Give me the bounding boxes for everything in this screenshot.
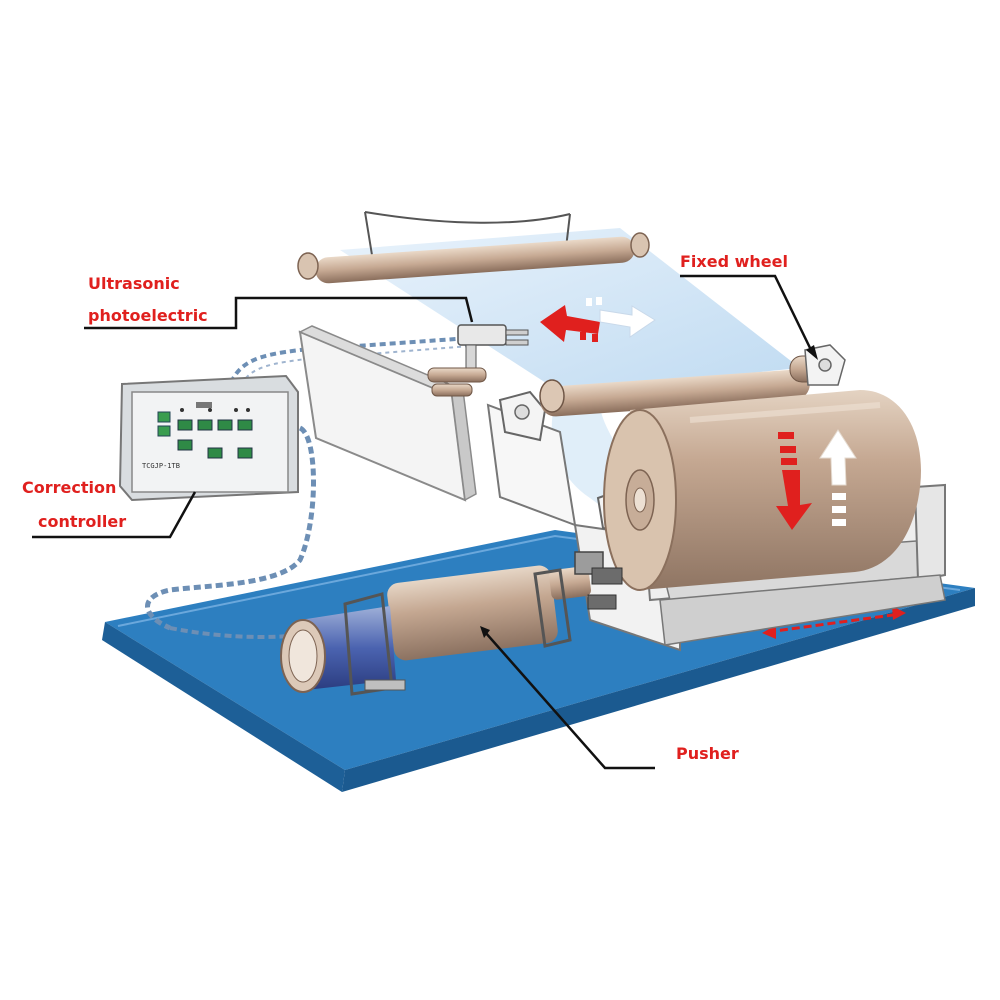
label-ultrasonic-line2: photoelectric (88, 306, 208, 325)
fixed-wheel (789, 344, 846, 386)
guide-roller (539, 369, 810, 417)
leader-arrowheads (480, 345, 818, 638)
pusher-cylinder (280, 551, 623, 696)
roll-rotation-arrows (776, 429, 857, 530)
ultrasonic-sensor (427, 324, 529, 397)
label-pusher: Pusher (676, 744, 739, 763)
sensor-panel (298, 325, 477, 502)
main-roll (603, 390, 921, 591)
top-roller (297, 232, 650, 284)
base-movement-arrow (762, 606, 906, 639)
leader-lines (32, 274, 814, 770)
label-fixed-wheel: Fixed wheel (680, 252, 788, 271)
label-correction-line2: controller (38, 512, 127, 531)
controller-model-text: TCGJP-1TB (142, 462, 180, 470)
label-ultrasonic-line1: Ultrasonic (88, 274, 180, 293)
correction-controller-box: TCGJP-1TB (118, 374, 299, 502)
film-direction-arrows (540, 297, 656, 342)
label-correction-line1: Correction (22, 478, 117, 497)
